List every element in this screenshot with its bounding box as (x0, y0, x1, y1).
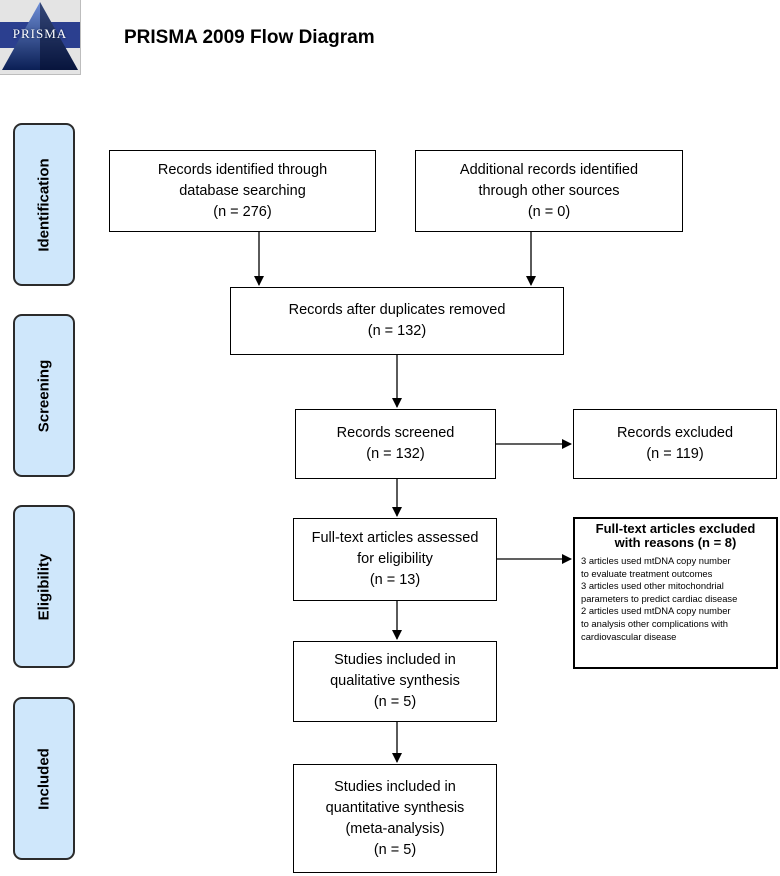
box-fulltext-line2: for eligibility (357, 551, 433, 567)
box-database-count: (n = 276) (213, 203, 272, 220)
box-qualitative-line2: qualitative synthesis (330, 673, 460, 689)
box-screened-line1: Records screened (336, 425, 455, 441)
box-excluded-count: (n = 119) (646, 446, 704, 462)
reason-line: 3 articles used mtDNA copy number (581, 555, 731, 566)
box-qualitative-synthesis: Studies included in qualitative synthesi… (293, 641, 497, 722)
box-fulltext-count: (n = 13) (369, 572, 421, 588)
logo-text: PRISMA (12, 26, 68, 41)
box-records-screened: Records screened (n = 132) (295, 409, 496, 479)
box-records-excluded: Records excluded (n = 119) (573, 409, 777, 479)
box-fulltext-excluded: Full-text articles excluded with reasons… (573, 517, 778, 669)
phase-included: Included (13, 697, 75, 860)
prisma-logo: PRISMA (0, 0, 81, 75)
reasons-heading: Full-text articles excluded with reasons… (581, 522, 770, 550)
box-quantitative-line2: quantitative synthesis (325, 799, 465, 816)
box-other-line1: Additional records identified (459, 161, 639, 178)
box-duplicates-line1: Records after duplicates removed (288, 302, 506, 318)
reason-line: to analysis other complications with (581, 617, 728, 629)
box-screened-count: (n = 132) (366, 446, 425, 462)
reason-line: cardiovascular disease (581, 630, 677, 642)
box-duplicates-removed: Records after duplicates removed (n = 13… (230, 287, 564, 355)
reasons-heading-line2: with reasons (n = 8) (614, 535, 737, 550)
phase-eligibility: Eligibility (13, 505, 75, 668)
reason-line: to evaluate treatment outcomes (581, 567, 713, 579)
reasons-heading-line1: Full-text articles excluded (595, 521, 756, 536)
box-other-count: (n = 0) (527, 203, 571, 220)
box-quantitative-line3: (meta-analysis) (345, 820, 445, 837)
box-database-line1: Records identified through (157, 161, 328, 178)
phase-identification: Identification (13, 123, 75, 286)
reason-line: 2 articles used mtDNA copy number (581, 605, 731, 617)
box-quantitative-count: (n = 5) (373, 841, 417, 858)
reason-line: parameters to predict cardiac disease (581, 592, 738, 604)
box-quantitative-synthesis: Studies included in quantitative synthes… (293, 764, 497, 873)
phase-screening: Screening (13, 314, 75, 477)
box-quantitative-line1: Studies included in (334, 778, 456, 795)
box-qualitative-line1: Studies included in (334, 652, 456, 668)
box-database-search: Records identified through database sear… (109, 150, 376, 232)
box-excluded-line1: Records excluded (616, 425, 734, 441)
box-other-line2: through other sources (478, 182, 620, 199)
page-title: PRISMA 2009 Flow Diagram (124, 27, 375, 48)
box-qualitative-count: (n = 5) (373, 694, 417, 710)
box-fulltext-line1: Full-text articles assessed (311, 530, 479, 546)
reason-line: 3 articles used other mitochondrial (581, 580, 724, 592)
box-fulltext-assessed: Full-text articles assessed for eligibil… (293, 518, 497, 601)
box-database-line2: database searching (179, 182, 306, 199)
box-other-sources: Additional records identified through ot… (415, 150, 683, 232)
box-duplicates-count: (n = 132) (367, 323, 427, 339)
